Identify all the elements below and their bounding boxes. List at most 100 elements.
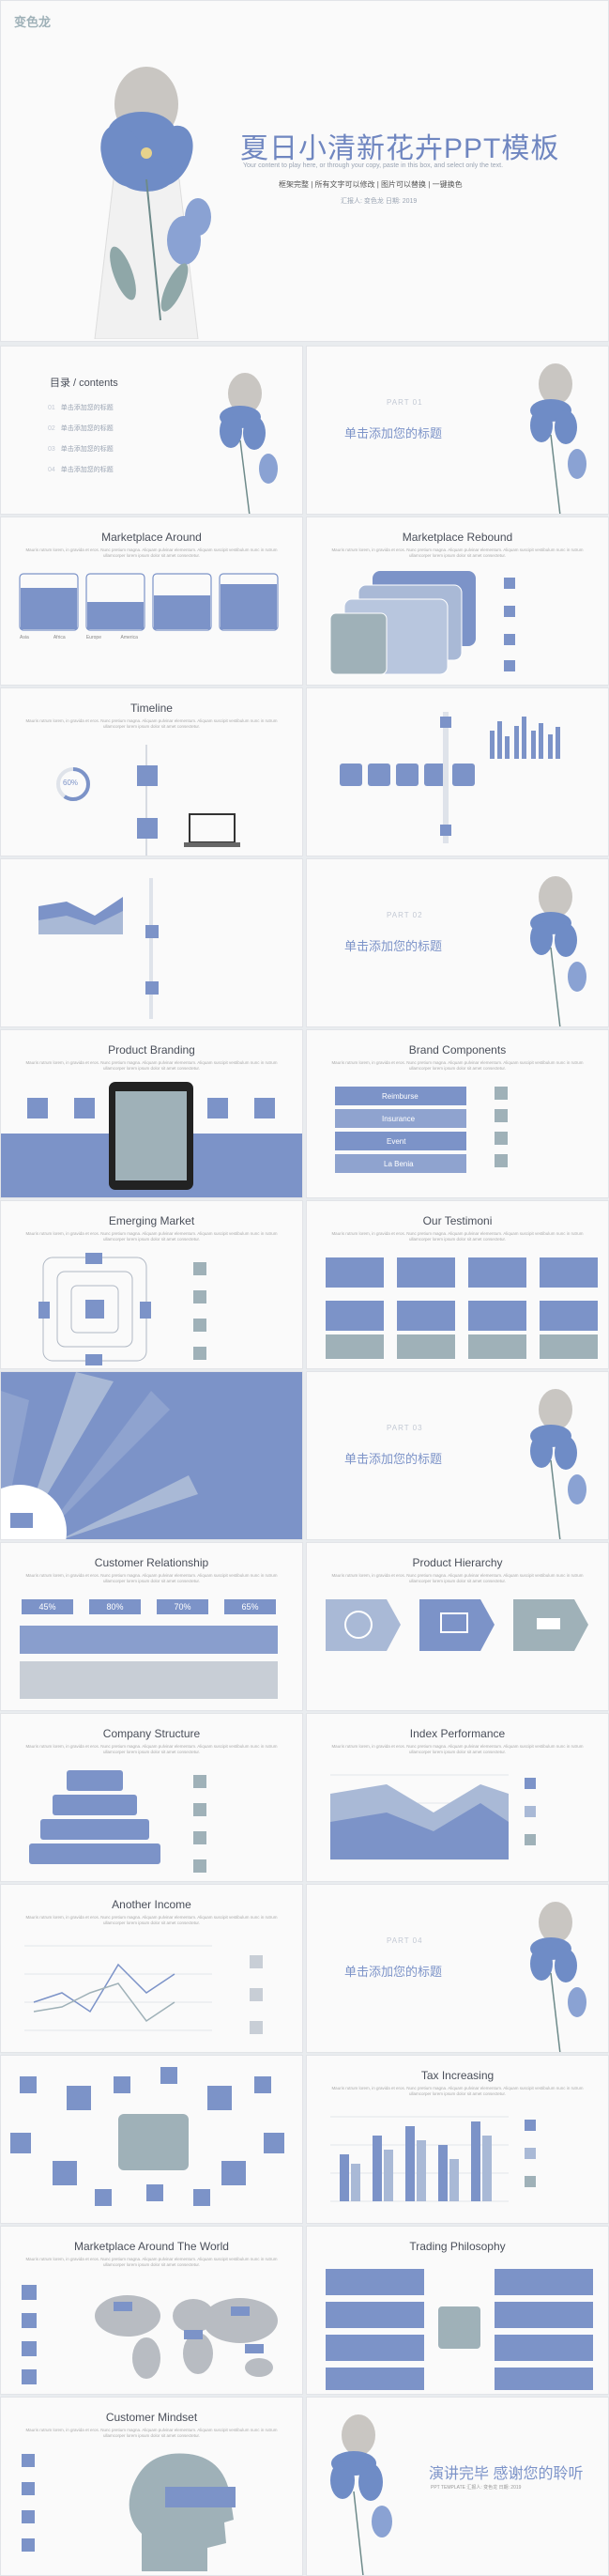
list-icon [193,1319,206,1332]
product-branding-slide[interactable]: Product Branding Mauris rutrum lorem, in… [0,1029,303,1198]
part-title: 单击添加您的标题 [344,1965,443,1979]
percent-badge: 45% [22,1599,73,1614]
cover-flower-illustration [94,67,211,339]
end-slide[interactable]: 演讲完毕 感谢您的聆听 PPT TEMPLATE 汇报人: 变色龙 日期: 20… [306,2397,609,2576]
brand-icon [495,1087,508,1100]
cover-features: 框架完整 | 所有文字可以修改 | 图片可以替换 | 一键换色 [279,180,463,189]
slide-description: Mauris rutrum lorem, in gravida et eros.… [331,1744,584,1754]
brand-icon [495,1109,508,1122]
customer-relationship-slide[interactable]: Customer Relationship Mauris rutrum lore… [0,1542,303,1711]
part-03-slide[interactable]: PART 03 单击添加您的标题 [306,1371,609,1540]
legend-swatch [525,1834,536,1845]
another-income-slide[interactable]: Another Income Mauris rutrum lorem, in g… [0,1884,303,2053]
head-silhouette [129,2453,236,2571]
area-chart-slide[interactable] [0,858,303,1027]
testimoni-slide[interactable]: Our Testimoni Mauris rutrum lorem, in gr… [306,1200,609,1369]
slide-title: Emerging Market [108,1214,195,1227]
region-icon [22,2341,37,2356]
feature-icon [254,1098,275,1118]
index-performance-slide[interactable]: Index Performance Mauris rutrum lorem, i… [306,1713,609,1882]
mini-bar-chart [340,712,560,843]
percent-badge: 80% [89,1599,141,1614]
timeline-slide[interactable]: Timeline Mauris rutrum lorem, in gravida… [0,687,303,856]
mindset-icon [22,2510,35,2523]
part-04-slide[interactable]: PART 04 单击添加您的标题 [306,1884,609,2053]
slide-description: Mauris rutrum lorem, in gravida et eros.… [25,2428,278,2438]
brand-icon [495,1132,508,1145]
slide-title: Our Testimoni [422,1214,493,1227]
fan-slide[interactable] [0,1371,303,1540]
toc-heading: 目录 / contents [50,378,118,389]
brand-item: Reimburse [335,1087,466,1105]
tablet-icon [109,1082,193,1190]
structure-icon [193,1859,206,1873]
infographic-slide[interactable] [306,687,609,856]
slide-title: Index Performance [409,1727,506,1740]
slide-description: Mauris rutrum lorem, in gravida et eros.… [25,1744,278,1754]
structure-icon [193,1831,206,1844]
cover-meta: 汇报人: 变色龙 日期: 2019 [341,198,418,205]
part-number: PART 01 [387,398,423,407]
part-number: PART 02 [387,911,423,919]
brand-item: La Benia [335,1154,466,1173]
feature-icon [27,1098,48,1118]
cover-subtitle: Your content to play here, or through yo… [243,162,504,169]
brand-item: Event [335,1132,466,1150]
part-number: PART 03 [387,1424,423,1432]
jar-chart [19,573,279,631]
slide-description: Mauris rutrum lorem, in gravida et eros.… [25,718,278,729]
part-01-slide[interactable]: PART 01 单击添加您的标题 [306,346,609,515]
mindset-icon [22,2538,35,2552]
slide-description: Mauris rutrum lorem, in gravida et eros.… [25,1231,278,1242]
legend-swatch [525,2148,536,2159]
slide-description: Mauris rutrum lorem, in gravida et eros.… [331,1573,584,1583]
laptop-icon [184,813,240,847]
list-icon [193,1347,206,1360]
trading-philosophy-slide[interactable]: Trading Philosophy [306,2226,609,2395]
cover-slide[interactable]: 变色龙 夏日小清新花卉PPT模板 Your content to play he… [0,0,609,342]
region-icon [22,2313,37,2328]
legend-icon [250,1955,263,1968]
structure-icon [193,1775,206,1788]
slide-description: Mauris rutrum lorem, in gravida et eros.… [25,1915,278,1925]
product-hierarchy-slide[interactable]: Product Hierarchy Mauris rutrum lorem, i… [306,1542,609,1711]
slide-title: Marketplace Around The World [74,2240,229,2253]
feature-icon [207,1098,228,1118]
part-02-slide[interactable]: PART 02 单击添加您的标题 [306,858,609,1027]
customer-mindset-slide[interactable]: Customer Mindset Mauris rutrum lorem, in… [0,2397,303,2576]
flower-illustration [530,876,586,1026]
line-chart [24,1945,212,2031]
slide-title: Company Structure [102,1727,201,1740]
slide-title: Tax Increasing [420,2069,495,2082]
icon-cluster-slide[interactable] [0,2055,303,2224]
brand-logo: 变色龙 [14,15,52,29]
part-title: 单击添加您的标题 [344,426,443,440]
philosophy-diagram [326,2269,593,2390]
timeline-node [137,818,158,839]
concentric-squares [38,1253,151,1365]
area-index-chart [330,1774,509,1860]
progress-ring [56,767,90,801]
part-title: 单击添加您的标题 [344,1452,443,1466]
flower-illustration [330,2414,392,2575]
legend-swatch [525,1778,536,1789]
marketplace-rebound-slide[interactable]: Marketplace Rebound Mauris rutrum lorem,… [306,517,609,686]
slide-description: Mauris rutrum lorem, in gravida et eros.… [331,1060,584,1071]
emerging-market-slide[interactable]: Emerging Market Mauris rutrum lorem, in … [0,1200,303,1369]
tax-increasing-slide[interactable]: Tax Increasing Mauris rutrum lorem, in g… [306,2055,609,2224]
slide-title: Marketplace Rebound [402,531,513,544]
legend-icon [250,2021,263,2034]
slide-title: Timeline [130,702,173,715]
slide-title: Product Hierarchy [412,1556,503,1569]
region-icon [22,2285,37,2300]
area-chart [38,878,159,1019]
slide-title: Customer Relationship [94,1556,209,1569]
brand-components-slide[interactable]: Brand Components Mauris rutrum lorem, in… [306,1029,609,1198]
company-structure-slide[interactable]: Company Structure Mauris rutrum lorem, i… [0,1713,303,1882]
marketplace-world-slide[interactable]: Marketplace Around The World Mauris rutr… [0,2226,303,2395]
cover-title: 夏日小清新花卉PPT模板 [240,133,560,164]
marketplace-around-slide[interactable]: Marketplace Around Mauris rutrum lorem, … [0,517,303,686]
